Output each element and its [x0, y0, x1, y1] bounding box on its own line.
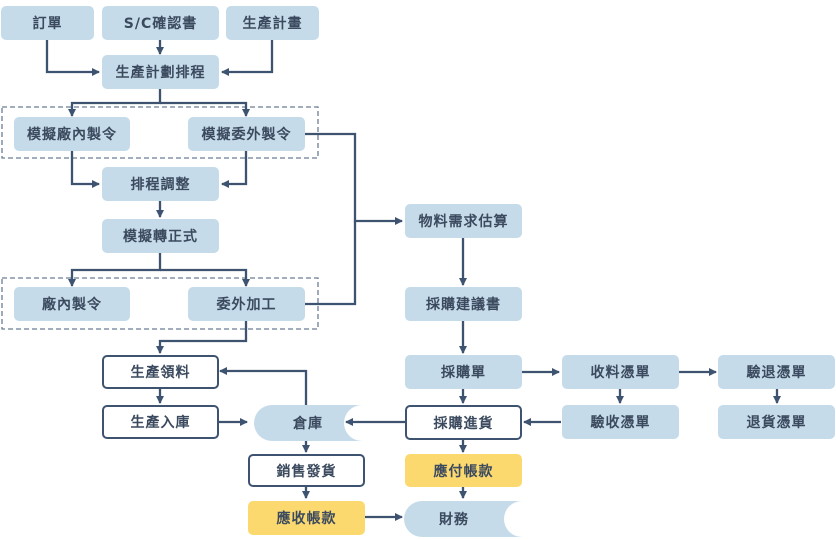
node-order[interactable]: 訂單	[1, 6, 94, 40]
edge-plan-to-scheduling	[221, 40, 274, 76]
finance-shape	[404, 501, 522, 537]
node-schedule-adjust[interactable]: 排程調整	[102, 167, 219, 201]
node-production-scheduling[interactable]: 生產計劃排程	[102, 55, 219, 89]
node-outsource-processing[interactable]: 委外加工	[188, 287, 305, 321]
formal-group-frame	[1, 277, 319, 330]
node-sim-to-formal[interactable]: 模擬轉正式	[102, 219, 219, 253]
node-production-stockin[interactable]: 生產入庫	[102, 405, 219, 439]
node-production-plan[interactable]: 生產計畫	[226, 6, 319, 40]
node-accounts-payable[interactable]: 應付帳款	[405, 454, 522, 487]
node-return-inspection-voucher[interactable]: 驗退憑單	[718, 355, 835, 389]
edge-outsource-to-picking	[156, 321, 248, 354]
warehouse-shape	[254, 405, 362, 441]
edge-sim-outsource-to-mrp	[305, 132, 403, 225]
node-sim-outsource-order[interactable]: 模擬委外製令	[188, 117, 305, 151]
edge-order-to-scheduling	[45, 40, 100, 76]
node-material-requirement[interactable]: 物料需求估算	[405, 204, 522, 238]
node-return-goods-voucher[interactable]: 退貨憑單	[718, 405, 835, 439]
node-warehouse[interactable]: 倉庫	[293, 416, 323, 432]
node-acceptance-voucher[interactable]: 驗收憑單	[562, 405, 679, 439]
node-inhouse-order[interactable]: 廠內製令	[14, 287, 130, 321]
node-purchase-order[interactable]: 採購單	[405, 355, 522, 389]
node-purchase-receipt[interactable]: 採購進貨	[405, 405, 522, 440]
edge-warehouse-to-picking	[219, 367, 308, 405]
edge-formal-to-orders	[68, 253, 162, 287]
edge-scheduling-to-sim-outsource	[160, 101, 250, 117]
edge-sim-outsource-to-adjust	[221, 151, 248, 188]
edge-scheduling-to-sim-orders	[68, 89, 162, 117]
edge-outsource-to-mrp	[305, 221, 357, 306]
node-sales-shipment[interactable]: 銷售發貨	[248, 454, 365, 487]
simulation-group-frame	[1, 106, 319, 159]
node-receiving-voucher[interactable]: 收料憑單	[562, 355, 679, 389]
node-accounts-receivable[interactable]: 應收帳款	[248, 501, 365, 535]
node-production-picking[interactable]: 生產領料	[102, 355, 219, 389]
edge-sim-inhouse-to-adjust	[70, 151, 100, 188]
node-purchase-suggestion[interactable]: 採購建議書	[405, 287, 522, 321]
node-sc-confirm[interactable]: S/C確認書	[102, 6, 219, 40]
node-sim-inhouse-order[interactable]: 模擬廠內製令	[14, 117, 130, 151]
node-finance[interactable]: 財務	[439, 512, 469, 528]
edge-formal-to-outsource	[160, 268, 250, 287]
